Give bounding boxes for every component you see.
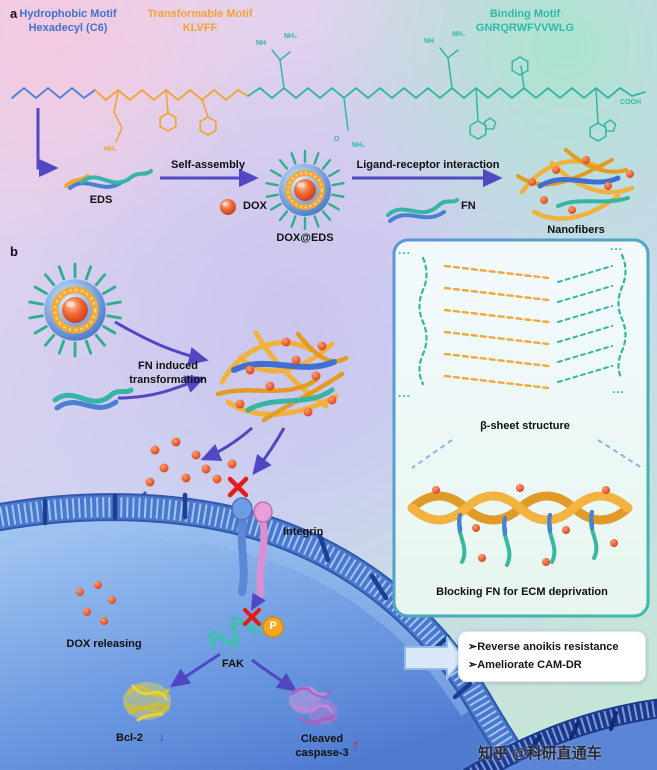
nanofiber-bundle-b [215,330,349,423]
peptide-chemical-structure [11,47,646,143]
zoom-connector-lines [411,439,643,469]
ellipsis-bottom-left: ... [398,386,412,400]
atom-label: NH [256,40,267,47]
dox-molecule [220,199,236,215]
inset-panel [392,238,650,618]
ligand-receptor-label: Ligand-receptor interaction [356,159,500,171]
cell-contents [76,476,338,726]
dox-releasing-label: DOX releasing [66,638,142,650]
nanofibers-label: Nanofibers [547,224,605,236]
callout-arrow [404,636,465,680]
fiber-blocking-diagram [407,484,633,567]
phosphate-badge [262,616,284,638]
dox-released-cluster [145,437,237,487]
dox-eds-label: DOX@EDS [276,232,334,244]
self-assembly-label: Self-assembly [171,159,245,171]
beta-sheet-label: β-sheet structure [480,420,570,432]
fn-ribbon-b [52,387,134,411]
transformable-motif-label: Transformable Motif KLVFF [147,8,253,34]
atom-label: NH₂ [452,31,466,38]
beta-sheet-diagram [418,253,627,390]
integrin-label: Integrin [283,526,324,538]
eds-peptide-ribbon [64,169,153,190]
integrin-receptor [231,497,273,598]
bcl2-label: Bcl-2 [116,732,143,744]
watermark: 知乎 @科研直通车 [478,745,602,762]
nanofiber-bundle-a [516,148,635,221]
dox-label: DOX [243,200,267,212]
fak-label: FAK [222,658,244,670]
ellipsis-bottom-right: ... [612,382,626,396]
bcl2-down-arrow: ↓ [158,728,166,745]
blocking-fn-label: Blocking FN for ECM deprivation [436,586,608,598]
caspase3-protein [289,686,338,726]
caspase3-label: Cleaved caspase-3 [295,733,349,759]
hydrophobic-motif-label: Hydrophobic Motif Hexadecyl (C6) [19,8,117,34]
fak-protein [208,614,262,651]
outcomes-callout: ➢Reverse anoikis resistance ➢Ameliorate … [458,631,646,683]
binding-motif-label: Binding Motif GNRQRWFVVWLG [475,8,575,34]
atom-label: O [334,136,340,143]
atom-label: NH [424,38,435,45]
phosphate-label: P [269,620,277,632]
blocked-phospho-x-icon [243,608,261,626]
panel-a-flow [36,108,635,229]
outcome-camdr: ➢Ameliorate CAM-DR [468,658,582,671]
ellipsis-top-right: ... [610,239,624,253]
panel-a-label: a [10,6,18,21]
membrane-proteins [42,492,473,700]
ellipsis-top-left: ... [398,243,412,257]
atom-label: NH₂ [284,33,298,40]
fn-label: FN [461,200,476,212]
dox-releasing-dots [76,581,116,625]
neighbor-cell-corner [462,698,657,770]
atom-label: COOH [620,99,641,106]
fn-ribbon [386,198,459,223]
atom-label: NH₂ [104,146,118,153]
down-right-arrow [36,108,59,178]
atom-label: NH₂ [352,142,366,149]
eds-label: EDS [89,194,113,206]
dox-eds-micelle [267,151,344,229]
outcome-anoikis: ➢Reverse anoikis resistance [468,641,619,653]
blocked-x-icon [227,476,249,498]
panel-b-label: b [10,244,18,259]
caspase3-up-arrow: ↑ [352,737,360,754]
panel-b-transformation [30,264,349,549]
dox-eds-micelle-b [30,264,121,356]
bcl2-protein [123,682,171,722]
fn-induced-label: FN induced transformation [129,360,207,386]
